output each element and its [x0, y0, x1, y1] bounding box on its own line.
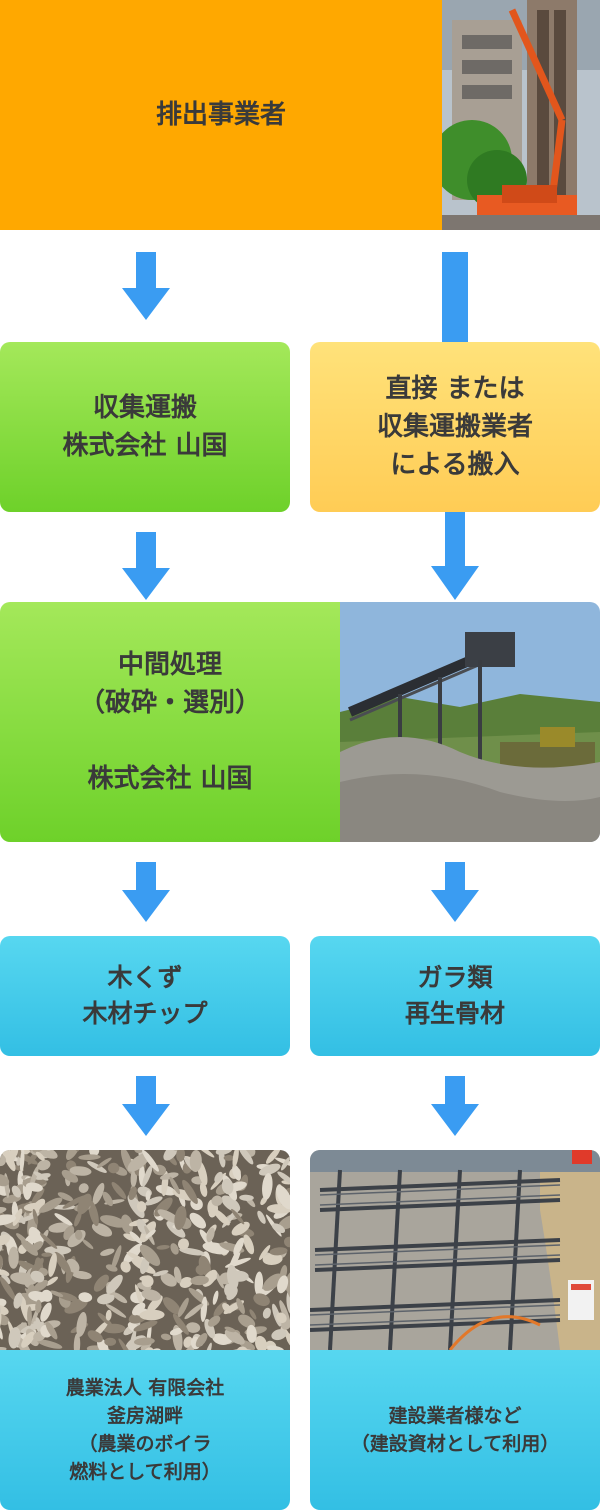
step-collection: 収集運搬 株式会社 山国 — [0, 342, 290, 512]
connector-bar — [442, 252, 468, 342]
arrow-down-icon — [431, 1076, 479, 1136]
step-direct-delivery: 直接 または 収集運搬業者 による搬入 — [310, 342, 600, 512]
arrow-down-icon — [122, 862, 170, 922]
arrow-down-icon — [122, 1076, 170, 1136]
destination-farm: 農業法人 有限会社 釜房湖畔 （農業のボイラ 燃料として利用） — [0, 1350, 290, 1510]
step-intermediate-processing: 中間処理 （破砕・選別） 株式会社 山国 — [0, 602, 340, 842]
step-discharger: 排出事業者 — [0, 0, 442, 230]
arrow-down-icon — [431, 862, 479, 922]
crushing-plant-photo — [340, 602, 600, 842]
demolition-photo — [442, 0, 600, 230]
step-wood-chips: 木くず 木材チップ — [0, 936, 290, 1056]
step-recycled-aggregate: ガラ類 再生骨材 — [310, 936, 600, 1056]
wood-chips-photo — [0, 1150, 290, 1350]
arrow-down-icon — [122, 252, 170, 320]
rebar-foundation-photo — [310, 1150, 600, 1350]
destination-builders: 建設業者様など （建設資材として利用） — [310, 1350, 600, 1510]
arrow-down-icon — [431, 512, 479, 600]
arrow-down-icon — [122, 532, 170, 600]
